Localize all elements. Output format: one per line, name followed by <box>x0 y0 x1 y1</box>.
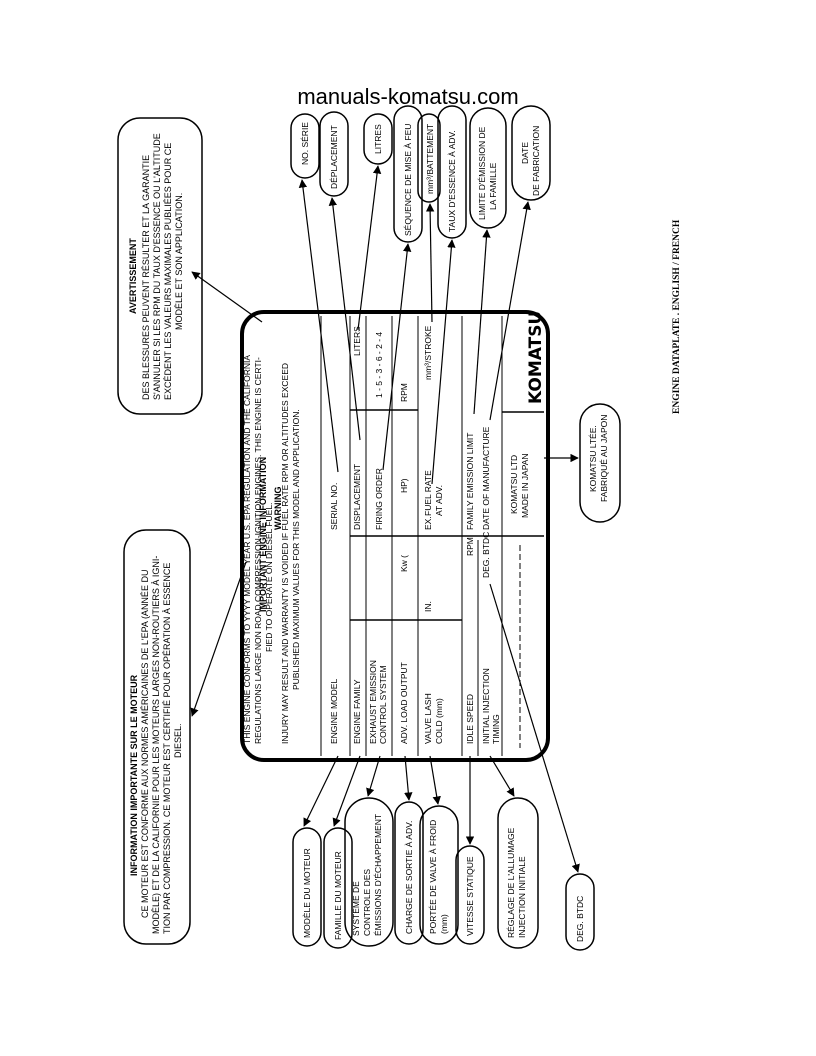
plate-family-emission-limit: FAMILY EMISSION LIMIT <box>465 433 475 530</box>
information-line-4: DIESEL. <box>173 723 183 758</box>
callout-sequence <box>393 105 423 243</box>
komatsu-ltee-line-1: KOMATSU LTÉE. <box>588 425 598 492</box>
callout-systeme-line-3: ÉMISSIONS D'ÉCHAPPEMENT <box>373 814 383 936</box>
plate-warning-line-1: INJURY MAY RESULT AND WARRANTY IS VOIDED… <box>280 363 290 744</box>
callout-litres-label: LITRES <box>373 124 383 154</box>
avertissement-title: AVERTISSEMENT <box>128 238 138 314</box>
callout-modele-label: MODÈLE DU MOTEUR <box>302 848 312 938</box>
callout-date-line-2: DE FABRICATION <box>531 126 541 196</box>
plate-komatsu-logo: KOMATSU <box>526 311 546 404</box>
plate-engine-model: ENGINE MODEL <box>329 679 339 744</box>
callout-date <box>511 105 551 201</box>
callout-deplacement-label: DÉPLACEMENT <box>329 125 339 189</box>
callout-no-serie <box>290 113 320 179</box>
callout-limite-line-1: LIMITE D'ÉMISSION DE <box>477 126 487 220</box>
callout-famille-label: FAMILLE DU MOTEUR <box>333 851 343 940</box>
plate-border <box>240 310 550 762</box>
plate-deg-btdc: DEG. BTDC <box>481 532 491 578</box>
plate-idle-speed: IDLE SPEED <box>465 694 475 744</box>
plate-initial-injection-line-1: INITIAL INJECTION <box>481 668 491 744</box>
plate-fuel-rate-line-1: FUEL RATE <box>423 470 433 516</box>
callouts-bottom: MODÈLE DU MOTEUR FAMILLE DU MOTEUR SYSTÈ… <box>292 797 595 951</box>
plate-serial-no: SERIAL NO. <box>329 483 339 530</box>
plate-warning-line-2: PUBLISHED MAXIMUM VALUES FOR THIS MODEL … <box>291 409 301 690</box>
callout-deplacement <box>319 111 349 197</box>
plate-mm3-stroke: mm³/STROKE <box>423 325 433 380</box>
plate-date-of-manufacture: DATE OF MANUFACTURE <box>481 426 491 530</box>
callout-mm3 <box>417 113 441 203</box>
callouts-top: NO. SÉRIE DÉPLACEMENT LITRES SÉQUENCE DE… <box>290 105 551 243</box>
komatsu-ltee-line-2: FABRIQUÉ AU JAPON <box>599 415 609 502</box>
plate-exhaust-line-1: EXHAUST EMISSION <box>368 660 378 744</box>
information-title: INFORMATION IMPORTANTE SUR LE MOTEUR <box>129 674 139 876</box>
callout-deg <box>565 873 595 951</box>
plate-heading-visible: IMPORTANT ENGINE INFORMATION <box>258 457 268 612</box>
callout-reglage-line-1: RÉGLAGE DE L'ALLUMAGE <box>506 827 516 938</box>
callout-vitesse-label: VITESSE STATIQUE <box>465 856 475 936</box>
callout-reglage <box>497 797 539 949</box>
plate-warning-title: WARNING <box>273 487 283 531</box>
engine-dataplate: THIS ENGINE CONFORMS TO YYYY MODEL YEAR … <box>240 310 550 762</box>
callout-systeme-line-2: CONTROLE DES <box>362 869 372 936</box>
information-line-3: TION PAR COMPRESSION. CE MOTEUR EST CERT… <box>162 563 172 934</box>
figure-title: ENGINE DATAPLATE . ENGLISH / FRENCH <box>672 219 682 414</box>
avertissement-line-2: S'ANNULER SI LES RPM DU TAUX D'ESSENCE O… <box>152 133 162 400</box>
plate-intro-line-3: FIED TO OPERATE ON DIESEL FUEL. <box>264 503 274 652</box>
plate-rpm-2: RPM <box>465 537 475 556</box>
callout-portee <box>419 805 459 945</box>
callout-komatsu-ltee: KOMATSU LTÉE. FABRIQUÉ AU JAPON <box>579 403 621 523</box>
plate-hp: HP) <box>399 478 409 493</box>
callout-charge <box>394 801 424 945</box>
callout-famille <box>323 827 353 949</box>
plate-valve-lash-line-1: VALVE LASH <box>423 693 433 744</box>
plate-displacement: DISPLACEMENT <box>352 464 362 530</box>
callout-portee-line-1: PORTÉE DE VALVE À FROID <box>428 820 438 934</box>
callout-sequence-label: SÉQUENCE DE MISE À FEU <box>403 124 413 236</box>
plate-intro-line-2: REGULATIONS LARGE NON ROAD COMPRESSION-I… <box>253 357 263 744</box>
callout-vitesse <box>455 845 485 945</box>
avertissement-line-4: MODÈLE ET SON APPLICATION. <box>174 193 184 330</box>
callout-limite <box>469 107 507 229</box>
callout-reglage-line-2: INJECTION INITIALE <box>517 856 527 938</box>
plate-fuel-rate-line-2: AT ADV. <box>434 485 444 516</box>
callout-deg-label: DEG. BTDC <box>575 896 585 942</box>
plate-ex: EX. <box>423 516 433 530</box>
plate-kw: Kw ( <box>399 555 409 572</box>
plate-exhaust-line-2: CONTROL SYSTEM <box>378 665 388 744</box>
information-line-2: MODÈLE) ET DE LA CALIFORNIE POUR LES MOT… <box>151 556 161 934</box>
plate-firing-order: FIRING ORDER <box>374 468 384 530</box>
watermark: manuals-komatsu.com <box>297 84 519 109</box>
callout-no-serie-label: NO. SÉRIE <box>300 122 310 165</box>
plate-rpm: RPM <box>399 383 409 402</box>
plate-engine-family: ENGINE FAMILY <box>352 679 362 744</box>
callout-systeme <box>344 797 394 947</box>
avertissement-line-3: EXCÈDENT LES VALEURS MAXIMALES PUBLIÉES … <box>163 143 173 400</box>
callout-portee-line-2: (mm) <box>439 914 449 934</box>
callout-charge-label: CHARGE DE SORTIE À ADV. <box>404 821 414 934</box>
plate-komatsu-ltd: KOMATSU LTD <box>509 455 519 514</box>
callout-date-line-1: DATE <box>520 142 530 164</box>
callout-systeme-line-1: SYSTÈME DE <box>351 881 361 936</box>
information-box: INFORMATION IMPORTANTE SUR LE MOTEUR CE … <box>123 529 191 945</box>
avertissement-box: AVERTISSEMENT DES BLESSURES PEUVENT RÉSU… <box>117 117 203 415</box>
plate-intro-line-1: THIS ENGINE CONFORMS TO YYYY MODEL YEAR … <box>242 355 252 744</box>
avertissement-line-1: DES BLESSURES PEUVENT RÉSULTER ET LA GAR… <box>141 155 151 400</box>
plate-adv-load-output: ADV. LOAD OUTPUT <box>399 662 409 744</box>
information-line-1: CE MOTEUR EST CONFORME AUX NORMES AMÉRIC… <box>140 570 150 918</box>
callout-mm3-label: mm³/BATTEMENT <box>425 124 435 194</box>
callout-taux <box>437 105 467 239</box>
plate-valve-lash-line-2: COLD (mm) <box>434 698 444 744</box>
plate-liters: LITERS <box>352 326 362 356</box>
plate-initial-injection-line-2: TIMING <box>491 714 501 744</box>
plate-made-in-japan: MADE IN JAPAN <box>520 453 530 518</box>
callout-taux-label: TAUX D'ESSENCE À ADV. <box>447 130 457 232</box>
plate-in: IN. <box>423 601 433 612</box>
callout-limite-line-2: LA FAMILLE <box>488 162 498 210</box>
leader-lines <box>190 165 580 873</box>
callout-modele <box>292 827 322 947</box>
callout-litres <box>363 113 393 165</box>
plate-firing-values: 1 - 5 - 3 - 6 - 2 - 4 <box>374 332 384 398</box>
